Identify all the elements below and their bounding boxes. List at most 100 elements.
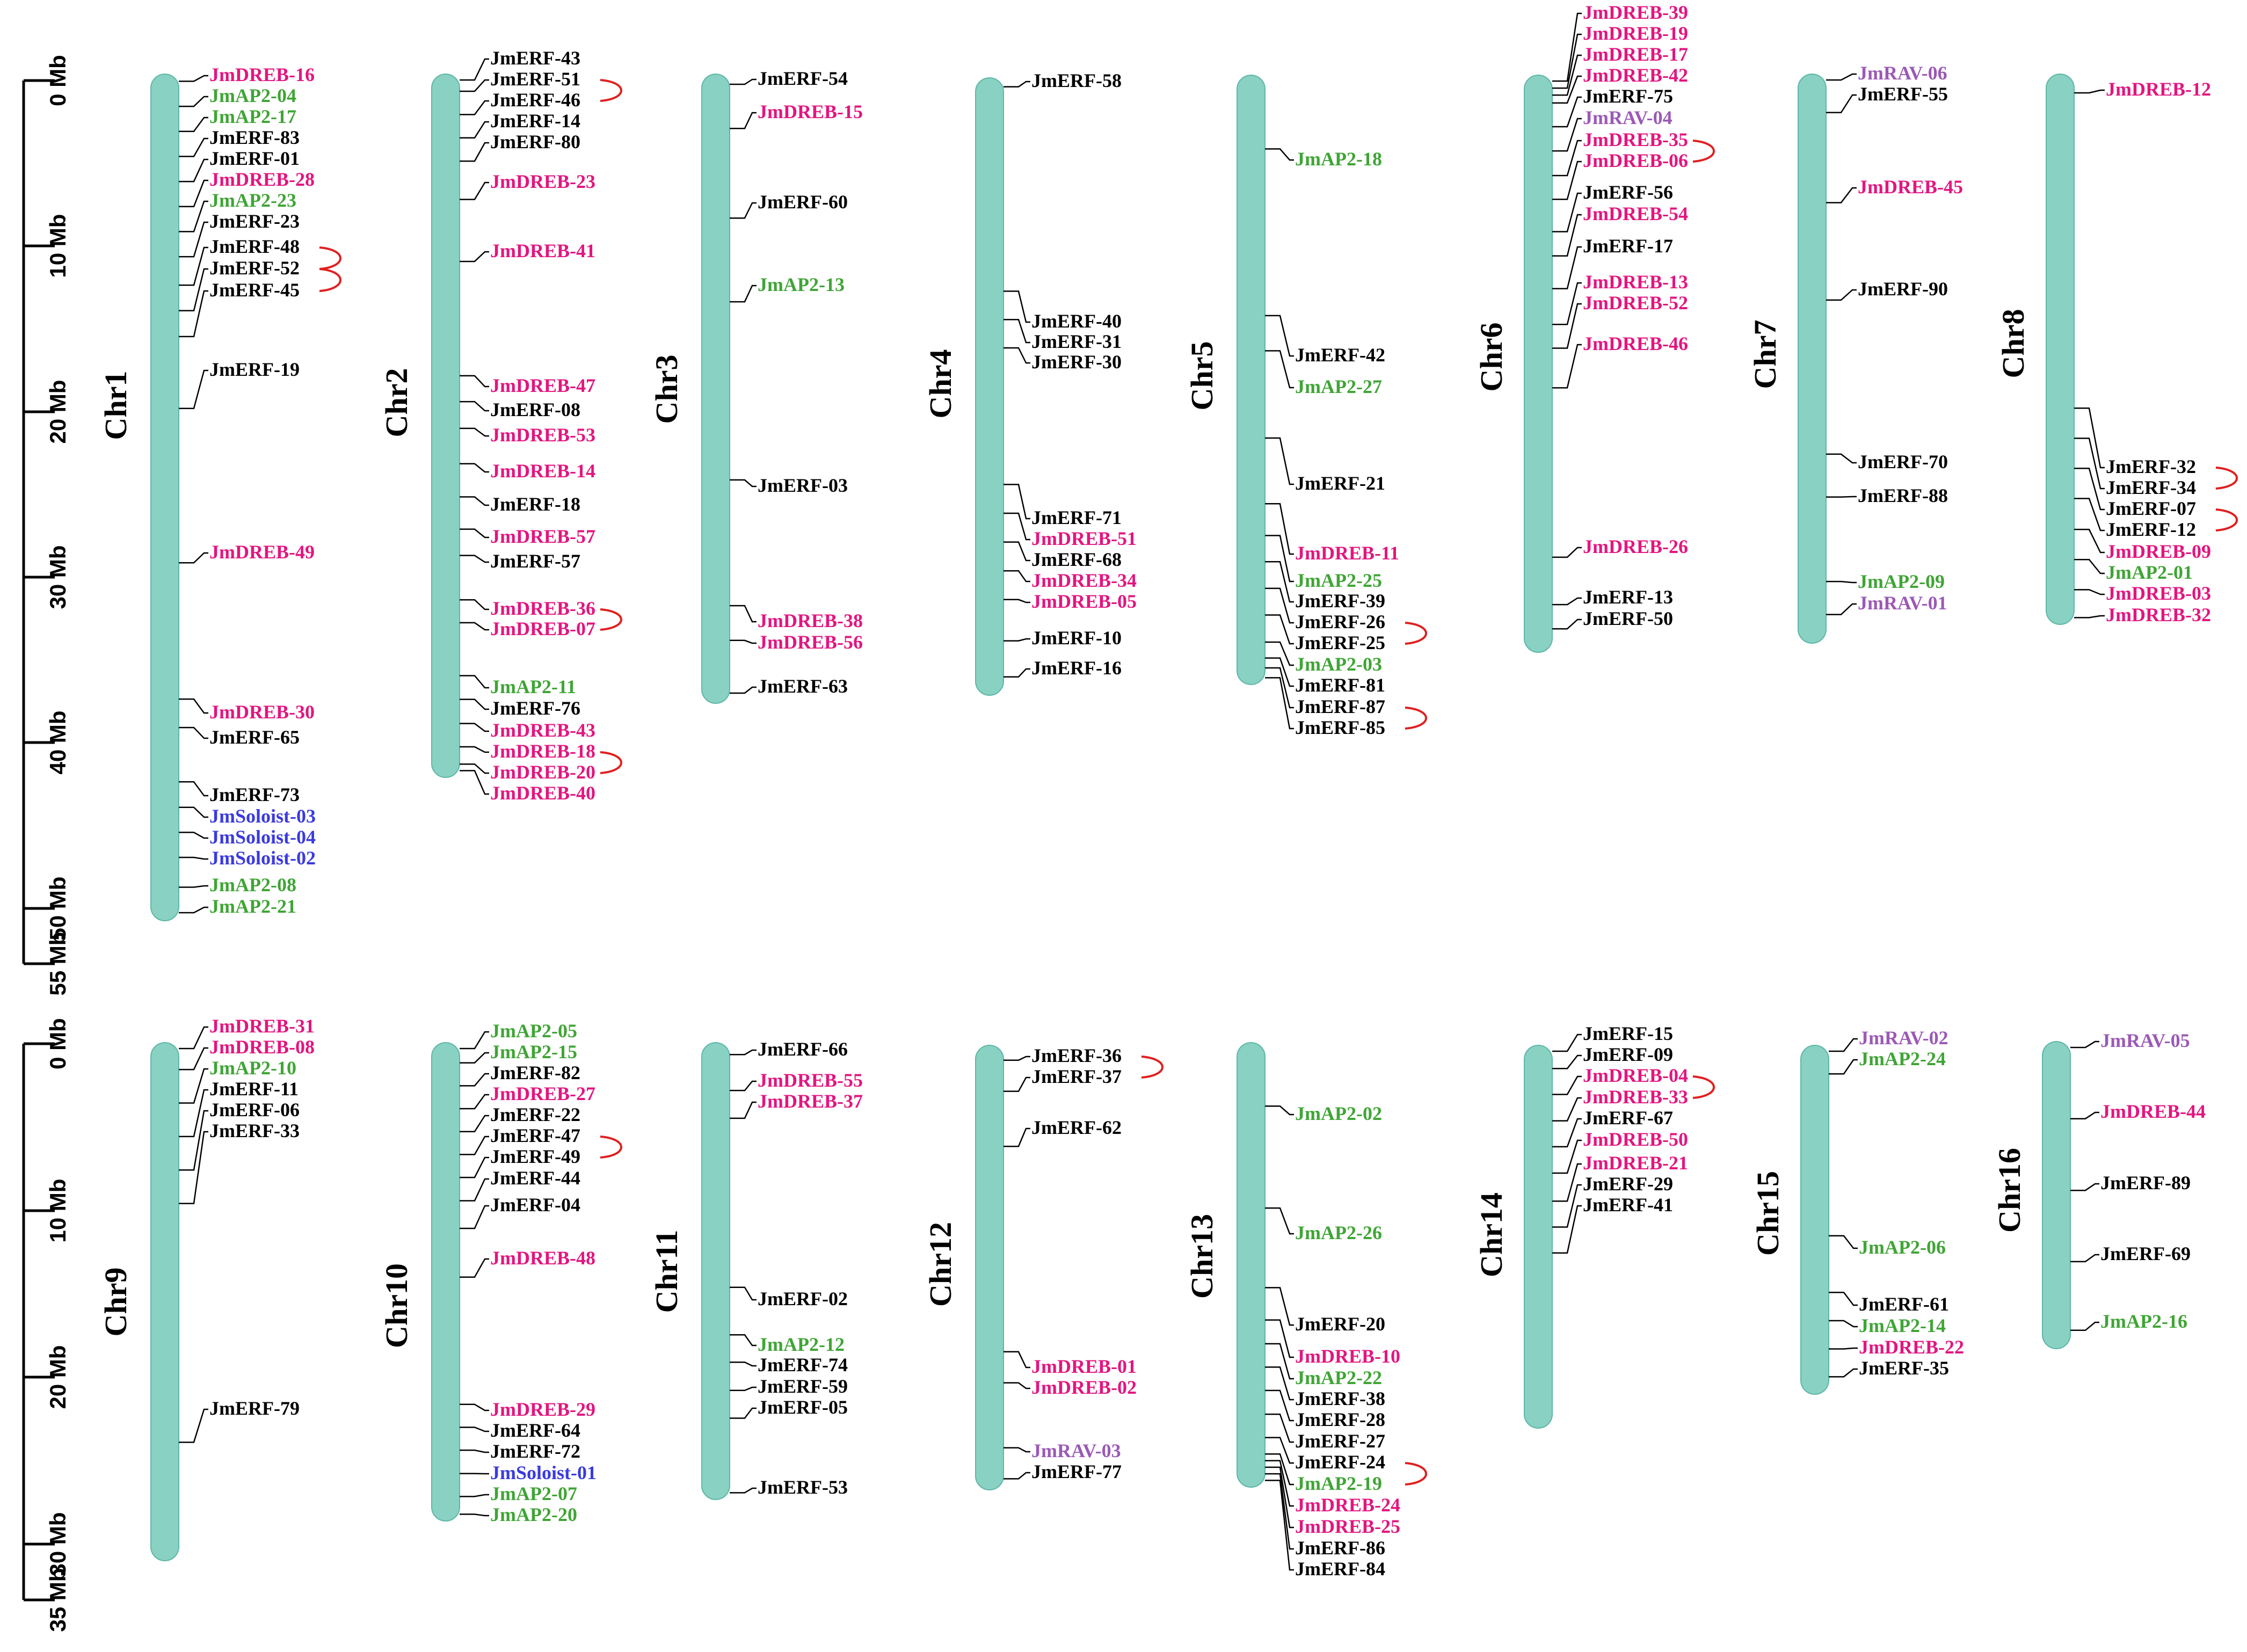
chromosome-chr5: Chr5JmAP2-18JmERF-42JmAP2-27JmERF-21JmDR…: [1184, 75, 1399, 738]
gene-label: JmERF-61: [1859, 1293, 1949, 1315]
gene-connector-line: [460, 1178, 489, 1202]
chromosome-label: Chr4: [923, 350, 958, 419]
gene-label: JmDREB-41: [490, 240, 595, 261]
gene-label: JmDREB-19: [1583, 23, 1688, 44]
gene-label: JmAP2-05: [490, 1020, 577, 1042]
chromosome-chr2: Chr2JmERF-43JmERF-51JmERF-46JmERF-14JmER…: [379, 47, 595, 804]
tandem-duplication-arc: [600, 1136, 622, 1159]
gene-connector-line: [1265, 1480, 1294, 1571]
gene-label: JmERF-77: [1031, 1461, 1122, 1482]
gene-connector-line: [1552, 597, 1582, 606]
gene-label: JmDREB-06: [1583, 150, 1688, 171]
gene-label: JmDREB-51: [1031, 528, 1137, 549]
gene-label: JmERF-02: [758, 1288, 848, 1309]
gene-label: JmERF-42: [1295, 344, 1385, 366]
gene-connector-line: [1003, 1351, 1030, 1369]
gene-label: JmDREB-29: [490, 1399, 595, 1420]
gene-label: JmERF-43: [490, 47, 580, 69]
gene-label: JmDREB-38: [758, 610, 863, 631]
gene-connector-line: [1552, 547, 1582, 558]
chromosome-label: Chr10: [379, 1263, 414, 1348]
gene-connector-line: [179, 906, 208, 914]
gene-label: JmERF-27: [1295, 1430, 1385, 1452]
gene-label: JmERF-85: [1295, 717, 1385, 738]
scale-label: 40 Mb: [45, 710, 70, 774]
gene-label: JmDREB-35: [1583, 129, 1688, 150]
gene-connector-line: [460, 427, 489, 437]
gene-connector-line: [460, 1449, 489, 1453]
gene-connector-line: [730, 1361, 757, 1367]
chromosome-bar: [1524, 75, 1553, 653]
gene-label: JmERF-68: [1031, 549, 1122, 570]
gene-connector-line: [1552, 1054, 1582, 1069]
gene-connector-line: [730, 112, 757, 129]
chromosome-label: Chr6: [1474, 323, 1509, 392]
gene-label: JmDREB-07: [490, 618, 595, 639]
gene-connector-line: [1552, 1139, 1582, 1174]
chromosome-bar: [2042, 1041, 2071, 1349]
gene-label: JmERF-50: [1583, 608, 1673, 629]
gene-label: JmAP2-08: [209, 874, 296, 896]
gene-connector-line: [1552, 1097, 1582, 1122]
gene-label: JmERF-12: [2106, 519, 2196, 540]
chromosome-bar: [150, 74, 179, 921]
gene-connector-line: [1003, 638, 1030, 642]
gene-connector-line: [179, 1047, 208, 1071]
gene-label: JmERF-34: [2106, 477, 2196, 498]
gene-connector-line: [1552, 33, 1582, 89]
gene-connector-line: [460, 599, 489, 610]
chromosome-bar: [2046, 74, 2075, 625]
gene-connector-line: [1265, 1287, 1294, 1326]
tandem-duplication-arc: [600, 608, 622, 631]
gene-label: JmAP2-14: [1859, 1315, 1946, 1336]
gene-label: JmERF-10: [1031, 627, 1122, 649]
gene-label: JmERF-83: [209, 127, 300, 148]
gene-label: JmERF-56: [1583, 181, 1673, 203]
gene-label: JmDREB-53: [490, 424, 595, 446]
gene-label: JmERF-51: [490, 68, 580, 90]
gene-connector-line: [179, 268, 208, 311]
gene-label: JmDREB-42: [1583, 64, 1688, 86]
gene-label: JmERF-62: [1031, 1117, 1122, 1138]
gene-label: JmERF-48: [209, 236, 300, 257]
gene-connector-line: [1826, 289, 1857, 301]
gene-connector-line: [1265, 350, 1294, 389]
gene-connector-line: [1826, 187, 1857, 203]
gene-label: JmERF-87: [1295, 696, 1385, 717]
gene-label: JmERF-60: [758, 191, 848, 213]
gene-connector-line: [1552, 118, 1582, 152]
gene-label: JmERF-41: [1583, 1194, 1673, 1216]
gene-label: JmDREB-16: [209, 64, 315, 85]
gene-connector-line: [2074, 407, 2105, 469]
gene-connector-line: [460, 1136, 489, 1155]
gene-label: JmAP2-01: [2106, 562, 2193, 583]
gene-label: JmERF-45: [209, 279, 300, 301]
gene-connector-line: [1552, 12, 1582, 82]
gene-connector-line: [1265, 1473, 1294, 1550]
gene-label: JmDREB-27: [490, 1083, 595, 1104]
gene-label: JmERF-11: [209, 1078, 299, 1100]
gene-label: JmDREB-05: [1031, 591, 1137, 612]
gene-connector-line: [179, 290, 208, 338]
gene-connector-line: [460, 1258, 489, 1278]
gene-connector-line: [1552, 140, 1582, 177]
gene-label: JmERF-67: [1583, 1107, 1673, 1129]
gene-label: JmERF-17: [1583, 235, 1673, 257]
gene-connector-line: [2070, 1111, 2099, 1119]
gene-connector-line: [730, 1407, 757, 1419]
gene-connector-line: [1265, 1413, 1294, 1443]
gene-connector-line: [1265, 1207, 1294, 1235]
gene-connector-line: [460, 463, 489, 473]
tandem-duplication-arc: [2215, 508, 2238, 532]
gene-label: JmDREB-56: [758, 631, 863, 653]
chromosome-bar: [1237, 75, 1266, 685]
gene-label: JmDREB-18: [490, 740, 595, 762]
tandem-duplication-arc: [600, 751, 622, 774]
chromosome-bar: [150, 1042, 179, 1561]
gene-label: JmAP2-03: [1295, 653, 1382, 675]
gene-connector-line: [460, 746, 489, 753]
gene-connector-line: [179, 1026, 208, 1050]
gene-connector-line: [179, 1089, 208, 1138]
chromosome-label: Chr1: [98, 371, 133, 440]
scale-label: 30 Mb: [45, 1512, 70, 1576]
